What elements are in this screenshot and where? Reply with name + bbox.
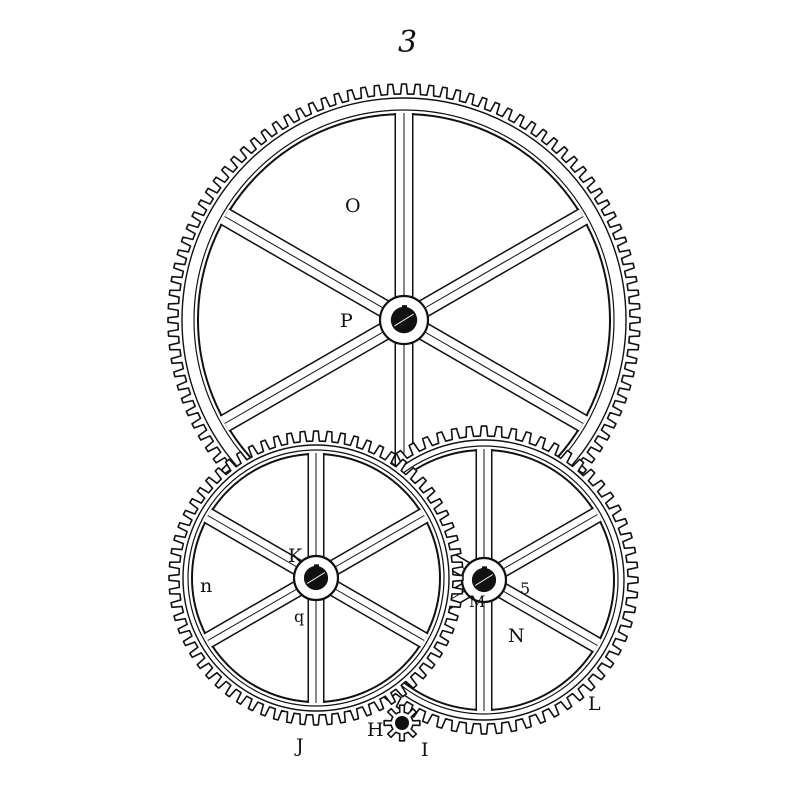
label-o: O (345, 195, 361, 217)
spur-wheel-j (168, 430, 464, 726)
label-k: K (288, 545, 303, 567)
axle-hatch (306, 572, 326, 584)
pinion-i (383, 704, 421, 742)
axle-hatch (394, 313, 414, 327)
label-l: L (588, 693, 601, 715)
rim-mid-line (187, 449, 445, 707)
label-n: N (508, 625, 525, 647)
label-5: 5 (520, 579, 530, 598)
rim-outer-line (182, 444, 450, 712)
spoke-rib (224, 319, 405, 424)
label-j: J (294, 735, 304, 757)
label-q: q (294, 607, 304, 626)
label-m: M (469, 592, 485, 611)
spoke-rib (224, 216, 405, 321)
label-i: I (421, 739, 429, 761)
axle-hatch (474, 574, 494, 586)
figure-number: 3 (398, 25, 417, 60)
label-p: P (340, 310, 353, 332)
keyway (482, 566, 487, 572)
spoke-rib (403, 216, 584, 321)
label-h: H (367, 719, 384, 741)
label-n-lower: n (200, 575, 212, 597)
spoke-rib (403, 319, 584, 424)
large-spur-wheel-o (167, 83, 641, 557)
keyway (402, 305, 407, 311)
keyway (314, 564, 319, 570)
pinion-axle (395, 716, 409, 730)
